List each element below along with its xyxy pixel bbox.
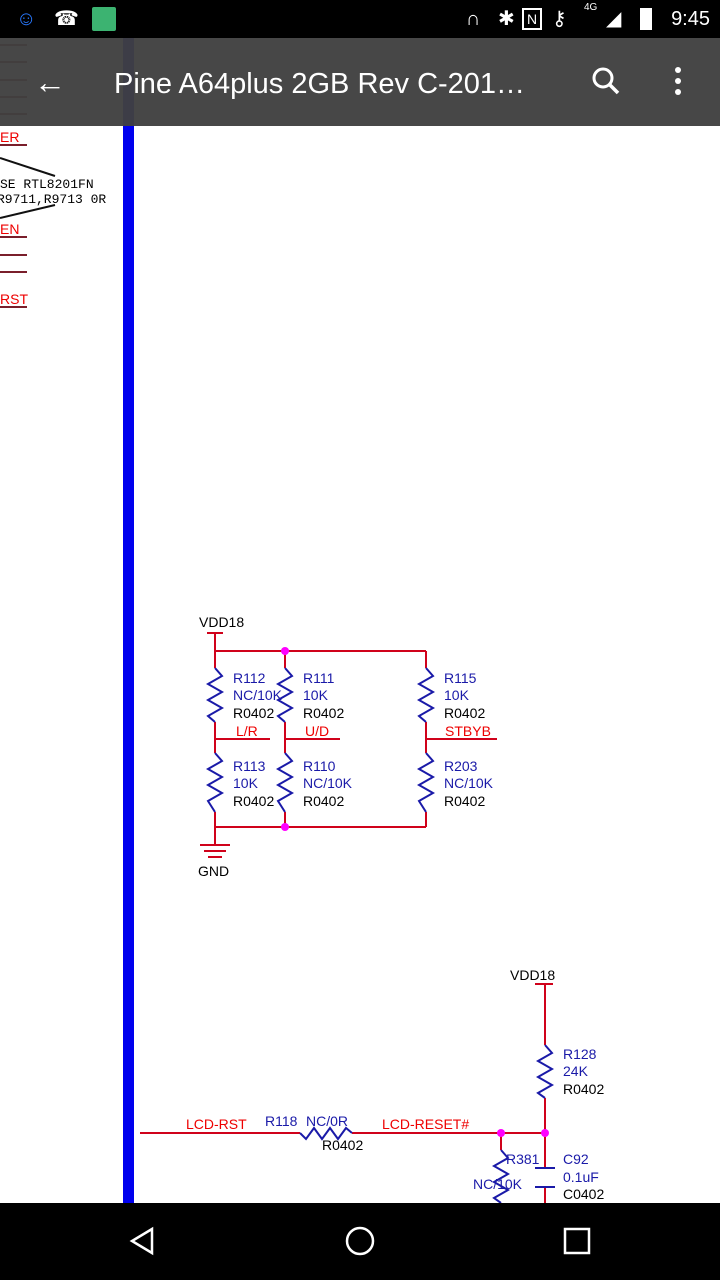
ground-label: GND: [198, 863, 229, 879]
block2-labels: VDD18 R128 24K R0402 LCD-RST R118 NC/0R …: [186, 967, 604, 1202]
net-label: U/D: [305, 723, 329, 739]
mi-app-icon: [92, 7, 116, 31]
more-vert-icon: [675, 67, 681, 95]
net-label: LCD-RESET#: [382, 1116, 469, 1132]
nfc-icon: N: [522, 8, 542, 30]
ref-label: R203: [444, 758, 478, 774]
package-label: C0402: [563, 1186, 604, 1202]
net-label: RST: [0, 291, 28, 307]
schematic-viewer[interactable]: ER SE RTL8201FN R9711,R9713 0R EN RST VD…: [0, 38, 720, 1204]
search-button[interactable]: [588, 62, 624, 102]
power-label: VDD18: [199, 614, 244, 630]
ref-label: R128: [563, 1046, 597, 1062]
resistor-r115: [416, 667, 436, 723]
resistor-r203: [416, 752, 436, 813]
net-label: ER: [0, 129, 19, 145]
net-label: LCD-RST: [186, 1116, 247, 1132]
network-type: 4G: [584, 2, 598, 13]
resistor-r118: [299, 1126, 353, 1141]
package-label: R0402: [444, 705, 485, 721]
value-label: NC/0R: [306, 1113, 348, 1129]
bluetooth-icon: ✱: [498, 8, 515, 30]
circle-home-icon: [345, 1226, 375, 1256]
junction-dot: [281, 823, 289, 831]
value-label: NC/10K: [444, 775, 494, 791]
search-icon: [592, 67, 620, 95]
junction-dot: [541, 1129, 549, 1137]
ref-label: R113: [233, 758, 266, 774]
package-label: R0402: [303, 705, 344, 721]
ref-label: R118: [265, 1113, 298, 1129]
resistor-r111: [275, 667, 295, 723]
power-label: VDD18: [510, 967, 555, 983]
package-label: R0402: [322, 1137, 363, 1153]
package-label: R0402: [303, 793, 344, 809]
ref-label: R381: [506, 1151, 540, 1167]
value-label: 10K: [303, 687, 329, 703]
nav-recents-button[interactable]: [557, 1221, 597, 1261]
block1-wires: [200, 632, 497, 858]
page-border-bus: [123, 38, 134, 1203]
nav-back-button[interactable]: [124, 1221, 164, 1261]
back-button[interactable]: ←: [34, 62, 66, 102]
missed-call-icon: ☎: [54, 8, 79, 30]
package-label: R0402: [233, 705, 274, 721]
app-bar: ← Pine A64plus 2GB Rev C-201…: [0, 38, 720, 126]
note-text: SE RTL8201FN: [0, 177, 94, 192]
value-label: 10K: [233, 775, 259, 791]
clock: 9:45: [671, 8, 710, 30]
left-edge-arrows: [0, 157, 56, 219]
resistor-r381: [491, 1149, 511, 1204]
schematic-page: ER SE RTL8201FN R9711,R9713 0R EN RST VD…: [0, 38, 604, 1204]
ref-label: R112: [233, 670, 266, 686]
battery-icon: [640, 8, 652, 30]
junction-dot: [497, 1129, 505, 1137]
junction-dot: [281, 647, 289, 655]
ref-label: R115: [444, 670, 477, 686]
resistor-r112: [205, 667, 225, 723]
package-label: R0402: [233, 793, 274, 809]
note-text: R9711,R9713 0R: [0, 192, 106, 207]
resistor-r110: [275, 752, 295, 813]
value-label: 0.1uF: [563, 1169, 599, 1185]
resistor-r128: [535, 1044, 555, 1099]
status-bar: ☺ ☎ ∩ ✱ N ⚷ 4G ◢ 9:45: [0, 0, 720, 38]
arrow-left-icon: ←: [34, 64, 66, 100]
ref-label: R110: [303, 758, 336, 774]
value-label: NC/10K: [233, 687, 283, 703]
net-label: STBYB: [445, 723, 491, 739]
value-label: 24K: [563, 1063, 589, 1079]
square-recents-icon: [563, 1227, 591, 1255]
signal-icon: ◢: [606, 8, 622, 30]
headphones-icon: ∩: [466, 8, 481, 30]
nav-home-button[interactable]: [340, 1221, 380, 1261]
navigation-bar: [0, 1203, 720, 1280]
net-label: L/R: [236, 723, 258, 739]
net-label: EN: [0, 221, 19, 237]
package-label: R0402: [444, 793, 485, 809]
block1-labels: R112 NC/10K R0402 R111 10K R0402 R115 10…: [233, 670, 494, 809]
value-label: 10K: [444, 687, 470, 703]
package-label: R0402: [563, 1081, 604, 1097]
ref-label: C92: [563, 1151, 589, 1167]
value-label: NC/10K: [473, 1176, 523, 1192]
document-title: Pine A64plus 2GB Rev C-201…: [114, 68, 526, 100]
block1-resistors: [205, 667, 436, 813]
ref-label: R111: [303, 670, 335, 686]
more-options-button[interactable]: [662, 62, 694, 102]
resistor-r113: [205, 752, 225, 813]
hangouts-icon: ☺: [16, 8, 37, 30]
value-label: NC/10K: [303, 775, 353, 791]
block2-wires: [140, 983, 553, 1203]
vpn-key-icon: ⚷: [552, 8, 567, 30]
triangle-back-icon: [129, 1226, 154, 1256]
block2-components: [299, 1044, 555, 1204]
